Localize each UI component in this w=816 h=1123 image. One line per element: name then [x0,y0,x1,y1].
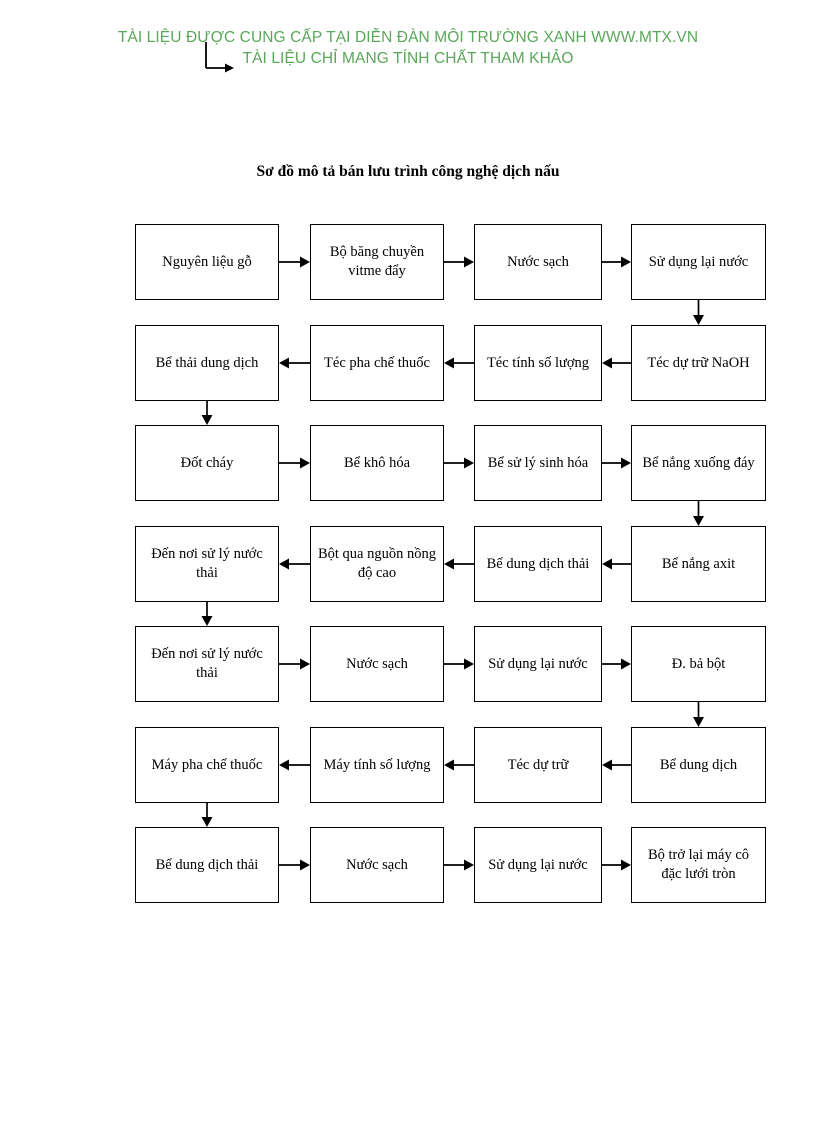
watermark-line-1: TÀI LIỆU ĐƯỢC CUNG CẤP TẠI DIỄN ĐÀN MÔI … [117,29,699,46]
flow-node-label: Nước sạch [346,856,408,873]
flow-node: Đốt cháy [135,425,279,501]
flow-node-label: Bể khô hóa [343,454,411,471]
flow-node: Nước sạch [474,224,602,300]
flow-node-label: Nguyên liệu gỗ [162,253,252,270]
flow-node: Bộ băng chuyền vitme đẩy [310,224,444,300]
flow-node: Máy tính số lượng [310,727,444,803]
flow-node-label: Bể sử lý sinh hóa [487,454,589,471]
flow-node: Bể dung dịch thải [474,526,602,602]
watermark-line-2: TÀI LIỆU CHỈ MANG TÍNH CHẤT THAM KHẢO [242,50,574,67]
flow-node: Téc tính số lượng [474,325,602,401]
flow-node: Nguyên liệu gỗ [135,224,279,300]
page-title: Sơ đồ mô tả bán lưu trình công nghệ dịch… [256,163,560,180]
flow-node-label: Téc pha chế thuốc [324,354,430,371]
flow-node: Đến nơi sử lý nước thải [135,626,279,702]
flow-node-label: Bể thải dung dịch [155,354,259,371]
flow-node: Téc dự trữ [474,727,602,803]
flow-node: Bể khô hóa [310,425,444,501]
flow-node: Đến nơi sử lý nước thải [135,526,279,602]
flow-node: Bể dung dịch [631,727,766,803]
flow-node: Bể thải dung dịch [135,325,279,401]
flow-node-label: Đ. bả bột [671,655,726,672]
flow-node-label: Téc tính số lượng [486,354,590,371]
flow-node: Bể nắng xuống đáy [631,425,766,501]
flow-node-label: Téc dự trữ [507,756,569,773]
flow-node-label: Máy tính số lượng [323,756,431,773]
flow-node-label: Bể dung dịch thải [486,555,590,572]
flow-node: Téc pha chế thuốc [310,325,444,401]
elbow-arrow-icon [205,42,234,73]
flow-node: Máy pha chế thuốc [135,727,279,803]
flow-node-label: Nước sạch [346,655,408,672]
flow-node: Bể sử lý sinh hóa [474,425,602,501]
flow-node-label: Đến nơi sử lý nước thải [151,546,263,581]
flow-node-label: Đến nơi sử lý nước thải [151,646,263,681]
flow-node: Sử dụng lại nước [474,827,602,903]
flow-node-label: Bể dung dịch thải [155,856,259,873]
flow-node-label: Téc dự trữ NaOH [647,354,750,371]
flow-node-label: Đốt cháy [180,454,234,471]
flow-node-label: Sử dụng lại nước [488,856,588,873]
flow-node-label: Nước sạch [507,253,569,270]
flow-node-label: Máy pha chế thuốc [151,756,263,773]
flow-node: Nước sạch [310,626,444,702]
flow-node: Bể dung dịch thải [135,827,279,903]
flow-node: Đ. bả bột [631,626,766,702]
flow-node-label: Bể dung dịch [659,756,738,773]
flow-node-label: Bể nắng axit [661,555,736,572]
flow-node: Bộ trở lại máy cô đặc lưới tròn [631,827,766,903]
flow-node: Bể nắng axit [631,526,766,602]
flow-node: Sử dụng lại nước [474,626,602,702]
flow-node-label: Bộ trở lại máy cô đặc lưới tròn [647,847,750,882]
flow-node-label: Bột qua nguồn nồng độ cao [317,546,436,581]
flow-node-label: Bộ băng chuyền vitme đẩy [329,244,425,279]
flow-node: Sử dụng lại nước [631,224,766,300]
flow-node-label: Sử dụng lại nước [488,655,588,672]
flow-node: Bột qua nguồn nồng độ cao [310,526,444,602]
flow-node: Téc dự trữ NaOH [631,325,766,401]
flow-node-label: Sử dụng lại nước [648,253,749,270]
flow-node-label: Bể nắng xuống đáy [642,454,755,471]
flow-node: Nước sạch [310,827,444,903]
